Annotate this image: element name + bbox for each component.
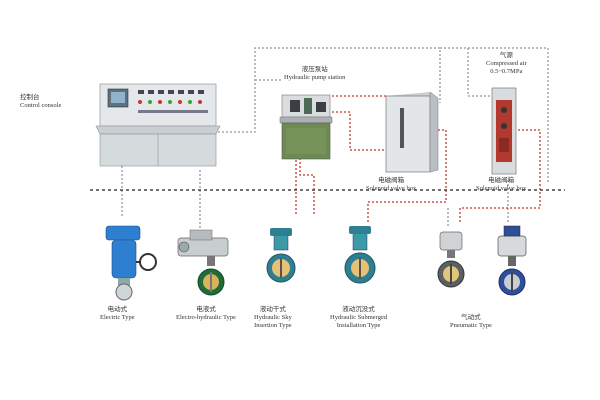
hydraulic-pump-station xyxy=(279,94,333,160)
solenoid-box-2-label: 电磁阀箱 Solenoid valve box xyxy=(476,177,526,193)
label-en: Hydraulic Submerged xyxy=(330,314,388,321)
label-en: Pneumatic Type xyxy=(450,322,492,329)
label-en: Solenoid valve box xyxy=(366,185,417,192)
label-cn: 电动式 xyxy=(107,306,128,313)
signal-line-console-solenoid xyxy=(218,47,441,133)
valve-pneumatic-2 xyxy=(497,225,527,296)
air-source-cabinet xyxy=(491,87,517,175)
label-cn: 液压泵站 xyxy=(301,66,328,73)
label-cn: 控制台 xyxy=(20,94,40,101)
label-en: Hydraulic Sky xyxy=(254,314,292,321)
solenoid-box-1-label: 电磁阀箱 Solenoid valve box xyxy=(366,177,416,193)
control-console-label: 控制台 Control console xyxy=(20,94,61,110)
label-en: Compressed air xyxy=(486,60,527,67)
label-en-2: Insertion Type xyxy=(254,322,292,329)
signal-line-air-right xyxy=(468,47,549,182)
hydraulic-line-pump-box-2 xyxy=(332,111,386,151)
solenoid-valve-box-1 xyxy=(385,91,439,173)
label-spec: 0.5~0.7MPa xyxy=(490,68,523,75)
actuator-label-hydraulic-submerged: 液动沉没式 Hydraulic Submerged Installation T… xyxy=(330,306,387,330)
label-cn: 液动沉没式 xyxy=(342,306,375,313)
handwheel-icon xyxy=(139,253,157,271)
signal-lines xyxy=(121,47,549,228)
pump-station-label: 液压泵站 Hydraulic pump station xyxy=(284,66,345,82)
label-cn: 电磁阀箱 xyxy=(488,177,515,184)
box-handle xyxy=(400,108,404,148)
valve-pneumatic-1 xyxy=(437,231,465,288)
valve-electro-hydraulic xyxy=(177,229,229,296)
valve-electric xyxy=(105,225,157,301)
console-desk xyxy=(95,125,221,135)
air-source-label: 气源 Compressed air 0.5~0.7MPa xyxy=(486,52,527,76)
valve-hydraulic-submerged xyxy=(344,226,376,284)
hydraulic-lines xyxy=(295,95,541,224)
signal-line-console-air xyxy=(440,47,492,97)
label-cn: 液动干式 xyxy=(259,306,286,313)
console-buttons xyxy=(138,90,208,113)
control-console xyxy=(95,83,221,167)
label-en: Hydraulic pump station xyxy=(284,74,346,81)
pneumatic-line xyxy=(459,129,541,224)
label-en: Electric Type xyxy=(100,314,135,321)
label-cn: 气动式 xyxy=(461,314,481,321)
valve-hydraulic-sky xyxy=(266,228,296,283)
label-cn: 电磁阀箱 xyxy=(378,177,405,184)
label-cn: 气源 xyxy=(499,52,513,59)
label-cn: 电液式 xyxy=(196,306,216,313)
label-en: Solenoid valve box xyxy=(476,185,527,192)
actuator-label-hydraulic-sky: 液动干式 Hydraulic Sky Insertion Type xyxy=(254,306,292,330)
hydraulic-line-submerged xyxy=(367,129,447,222)
hydraulic-line-sky-2 xyxy=(299,150,315,214)
label-en-2: Installation Type xyxy=(336,322,381,329)
label-en: Electro-hydraulic Type xyxy=(176,314,236,321)
actuator-label-pneumatic: 气动式 Pneumatic Type xyxy=(450,314,492,330)
actuator-label-electric: 电动式 Electric Type xyxy=(100,306,135,322)
actuator-label-electro-hydraulic: 电液式 Electro-hydraulic Type xyxy=(176,306,236,322)
label-en: Control console xyxy=(20,102,62,109)
